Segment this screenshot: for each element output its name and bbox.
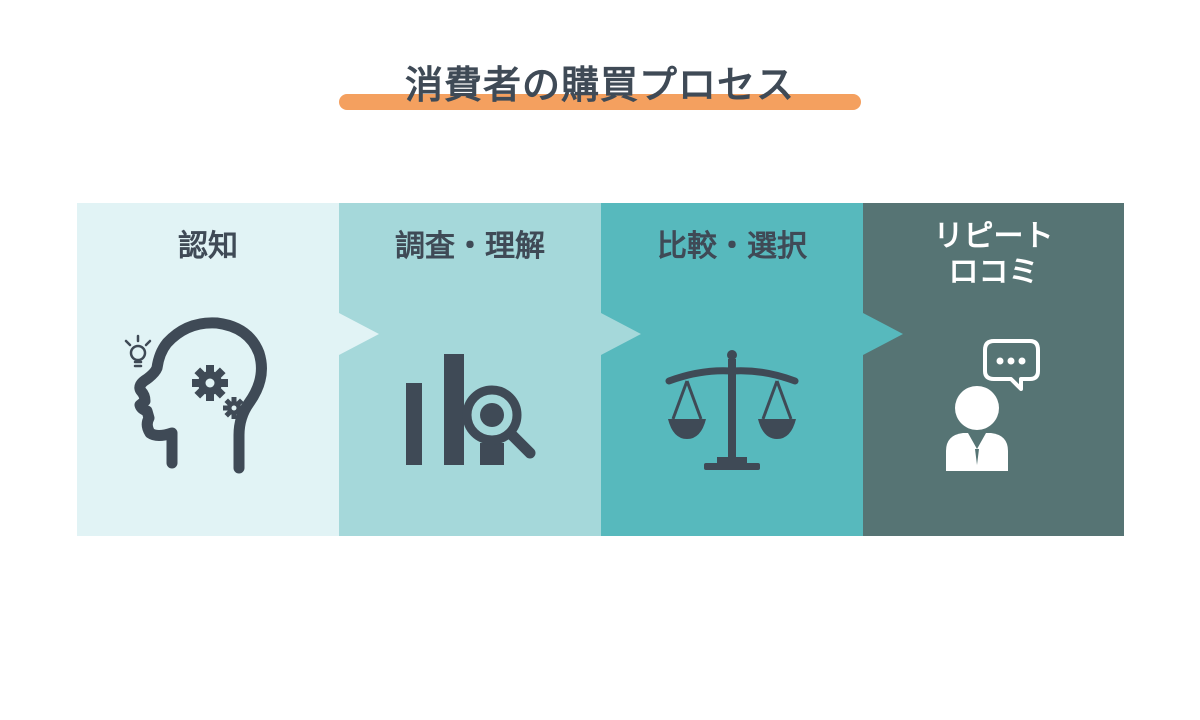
arrow-chevron-3 — [863, 313, 903, 355]
title-area: 消費者の購買プロセス — [0, 50, 1200, 120]
title-underline — [339, 94, 861, 110]
step-label-research: 調査・理解 — [395, 229, 545, 264]
step-label-comparison: 比較・選択 — [657, 229, 807, 264]
balance-scale-icon — [665, 350, 799, 470]
step-repeat-review: リピート ロコミ — [863, 203, 1124, 536]
arrow-chevron-2 — [601, 313, 641, 355]
head-gears-icon — [124, 317, 267, 474]
page-title: 消費者の購買プロセス — [404, 63, 795, 107]
process-flow: 認知 — [77, 203, 1124, 536]
step-label-awareness: 認知 — [178, 229, 238, 264]
person-speech-bubble-icon — [946, 339, 1040, 471]
step-comparison: 比較・選択 — [601, 203, 863, 536]
step-label-repeat-review: リピート ロコミ — [933, 219, 1054, 290]
arrow-chevron-1 — [339, 313, 379, 355]
step-awareness: 認知 — [77, 203, 339, 536]
step-research: 調査・理解 — [339, 203, 601, 536]
bar-chart-magnifier-icon — [406, 354, 536, 465]
